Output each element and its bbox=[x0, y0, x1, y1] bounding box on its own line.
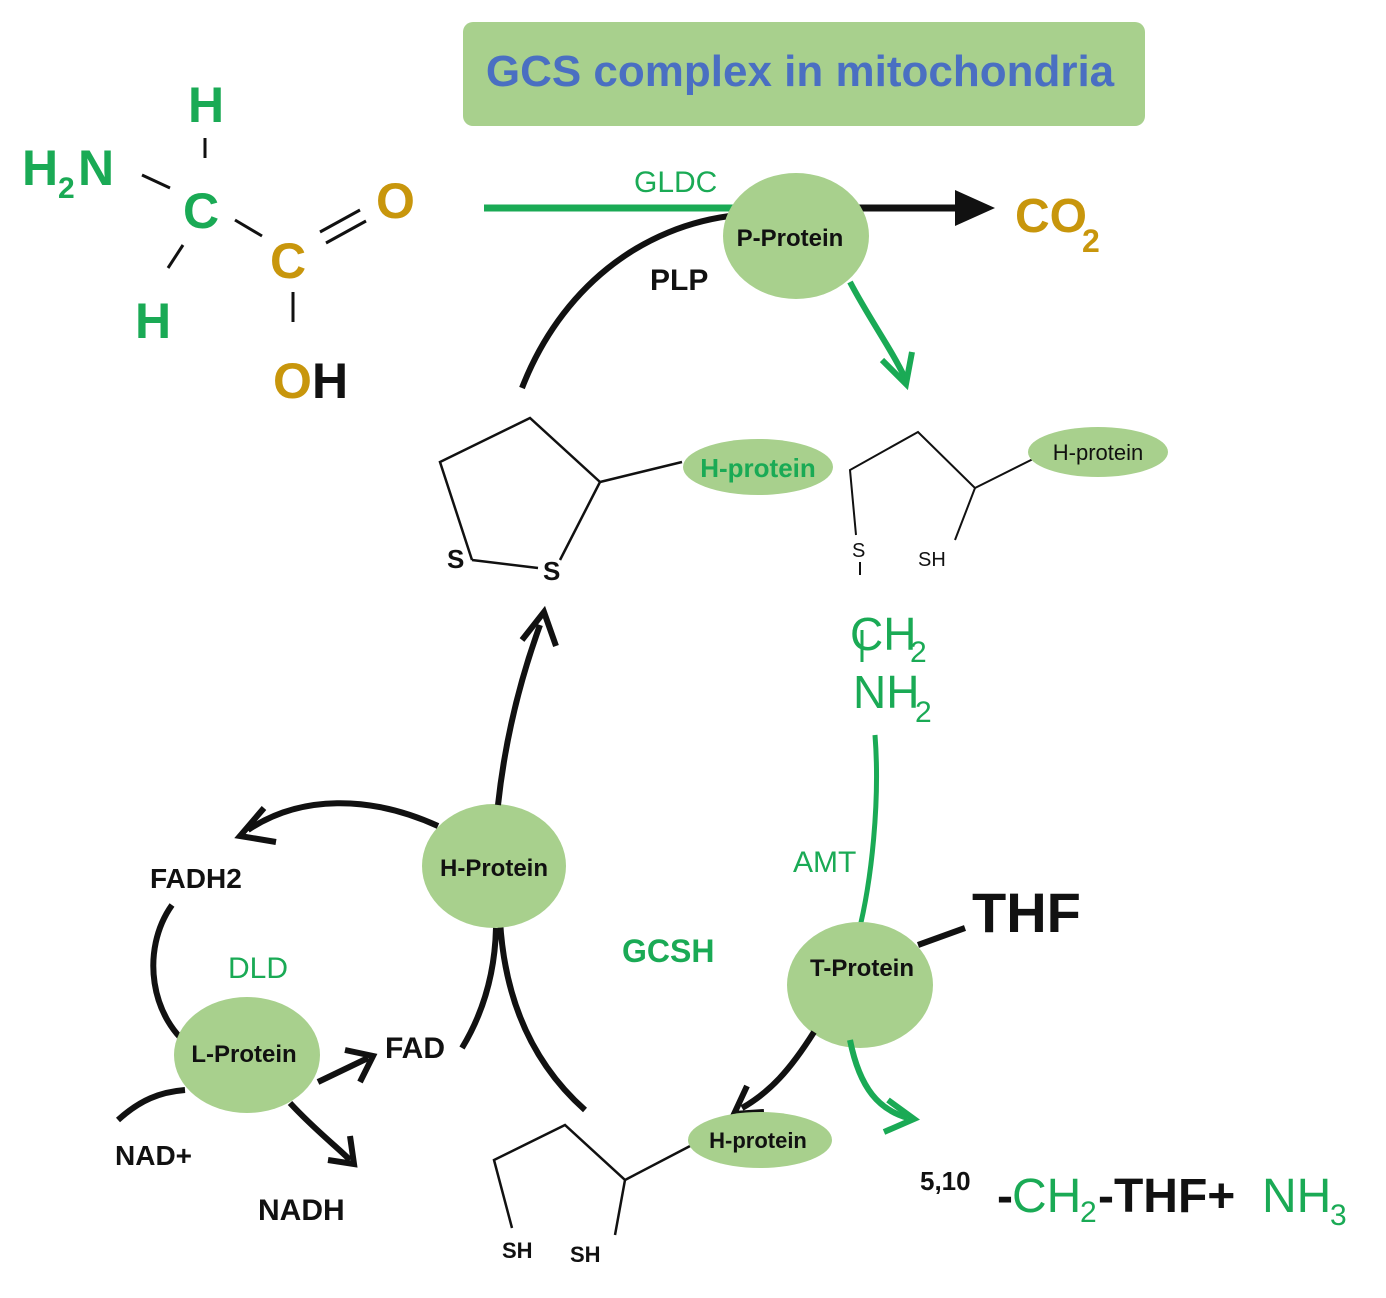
product-ch-sub: 2 bbox=[1080, 1196, 1097, 1229]
lprotein-to-fad-arrowhead bbox=[344, 1047, 378, 1084]
enzyme-gcsh: GCSH bbox=[622, 933, 714, 969]
bond-c-o-double-1 bbox=[319, 208, 361, 234]
product-nh: NH bbox=[1262, 1170, 1331, 1223]
hprotein-to-fadh2-arrowhead bbox=[234, 806, 277, 845]
lipoyl-sh-right: SH bbox=[570, 1242, 601, 1267]
nad-to-lprotein-curve bbox=[115, 1087, 186, 1123]
lipoyl-oxidized: S S H-protein bbox=[438, 416, 833, 586]
glycine-structure: H 2 N H C H C O O H bbox=[22, 77, 415, 409]
product-nh-sub: 3 bbox=[1330, 1199, 1347, 1232]
aminomethyl-nh: NH bbox=[853, 666, 919, 718]
glycine-h-bottom: H bbox=[135, 293, 171, 349]
lprotein-to-nadh-arrow bbox=[287, 1100, 353, 1163]
glycine-oh-o: O bbox=[273, 353, 312, 409]
lipoyl-sh-left: SH bbox=[502, 1238, 533, 1263]
co2-arrowhead bbox=[955, 190, 995, 226]
glycine-h-top: H bbox=[188, 77, 224, 133]
enzyme-gldc: GLDC bbox=[634, 166, 717, 199]
cofactor-nadh: NADH bbox=[258, 1194, 345, 1227]
title-banner: GCS complex in mitochondria bbox=[463, 22, 1145, 126]
cofactor-plp: PLP bbox=[650, 264, 708, 297]
lipoyl-s-right: S bbox=[543, 556, 560, 586]
pprotein-to-aminomethyl-arrow bbox=[847, 280, 908, 380]
enzyme-dld: DLD bbox=[228, 952, 288, 985]
bond-n-c bbox=[141, 173, 171, 190]
tprotein-to-product-arrow bbox=[847, 1039, 909, 1121]
t-protein: T-Protein bbox=[787, 922, 933, 1048]
enzyme-amt: AMT bbox=[793, 846, 856, 879]
lprotein-to-fad-arrow bbox=[316, 1055, 370, 1085]
h-protein-center-label: H-Protein bbox=[440, 855, 548, 882]
reduced-to-hprotein-curve bbox=[497, 919, 587, 1113]
glycine-c-carboxyl: C bbox=[270, 233, 306, 289]
co2-label: CO bbox=[1015, 190, 1087, 243]
lprotein-to-nadh-arrowhead bbox=[327, 1135, 358, 1168]
aminomethyl-nh-sub: 2 bbox=[915, 696, 932, 729]
p-protein-label: P-Protein bbox=[737, 225, 844, 252]
product-thf: -THF+ bbox=[1098, 1170, 1235, 1223]
glycine-h2n-h: H bbox=[22, 140, 58, 196]
l-protein: L-Protein bbox=[174, 997, 320, 1113]
tprotein-to-product-arrowhead bbox=[882, 1097, 921, 1135]
thf-line bbox=[916, 925, 967, 948]
cofactor-fadh2: FADH2 bbox=[150, 863, 242, 894]
glycine-oh-h: H bbox=[312, 353, 348, 409]
lipoyl-aminomethyl: S SH H-protein CH 2 NH 2 bbox=[848, 427, 1168, 729]
h-protein-aminomethyl-label: H-protein bbox=[1053, 440, 1143, 465]
cofactor-thf: THF bbox=[972, 881, 1081, 944]
hprotein-to-oxidized-arrow bbox=[495, 623, 543, 806]
fad-to-hprotein-curve bbox=[459, 927, 499, 1050]
page-title: GCS complex in mitochondria bbox=[486, 47, 1115, 96]
h-protein-oxidized-label: H-protein bbox=[700, 453, 816, 483]
lipoyl-reduced: SH SH H-protein bbox=[492, 1112, 832, 1267]
bond-c-hbottom bbox=[166, 244, 185, 269]
glycine-h2n-n: N bbox=[78, 140, 114, 196]
co2-sub: 2 bbox=[1082, 223, 1100, 259]
glycine-c-alpha: C bbox=[183, 183, 219, 239]
tprotein-to-reduced-arrow bbox=[740, 1030, 817, 1111]
cofactor-nad-plus: NAD+ bbox=[115, 1140, 192, 1171]
hprotein-to-oxidized-arrowhead bbox=[519, 605, 559, 647]
cofactor-fad: FAD bbox=[385, 1032, 445, 1065]
aminomethyl-ch: CH bbox=[850, 608, 916, 660]
bond-c-o-double-2 bbox=[325, 219, 367, 245]
l-protein-label: L-Protein bbox=[191, 1041, 296, 1068]
product-methylene-thf: 5,10 - CH 2 -THF+ NH 3 bbox=[920, 1166, 1347, 1232]
product-dash: - bbox=[997, 1170, 1013, 1223]
h-protein-reduced-label: H-protein bbox=[709, 1128, 807, 1153]
h-protein-center: H-Protein bbox=[422, 804, 566, 928]
pprotein-to-aminomethyl-arrowhead bbox=[879, 351, 915, 391]
bond-c-c bbox=[234, 218, 263, 238]
glycine-o-double: O bbox=[376, 173, 415, 229]
lipoyl-s-aminomethyl: S bbox=[852, 540, 865, 562]
product-prefix: 5,10 bbox=[920, 1166, 971, 1196]
lipoyl-sh-aminomethyl: SH bbox=[918, 549, 946, 571]
aminomethyl-to-tprotein-line bbox=[855, 734, 879, 936]
product-ch: CH bbox=[1012, 1170, 1081, 1223]
lipoyl-s-left: S bbox=[447, 544, 464, 574]
lipoyl-to-pprotein-curve bbox=[519, 212, 739, 390]
t-protein-label: T-Protein bbox=[810, 955, 914, 982]
hprotein-to-fadh2-arrow bbox=[246, 800, 440, 833]
p-protein: P-Protein bbox=[723, 173, 869, 299]
glycine-h2n-sub: 2 bbox=[58, 172, 75, 205]
aminomethyl-ch-sub: 2 bbox=[910, 636, 927, 669]
